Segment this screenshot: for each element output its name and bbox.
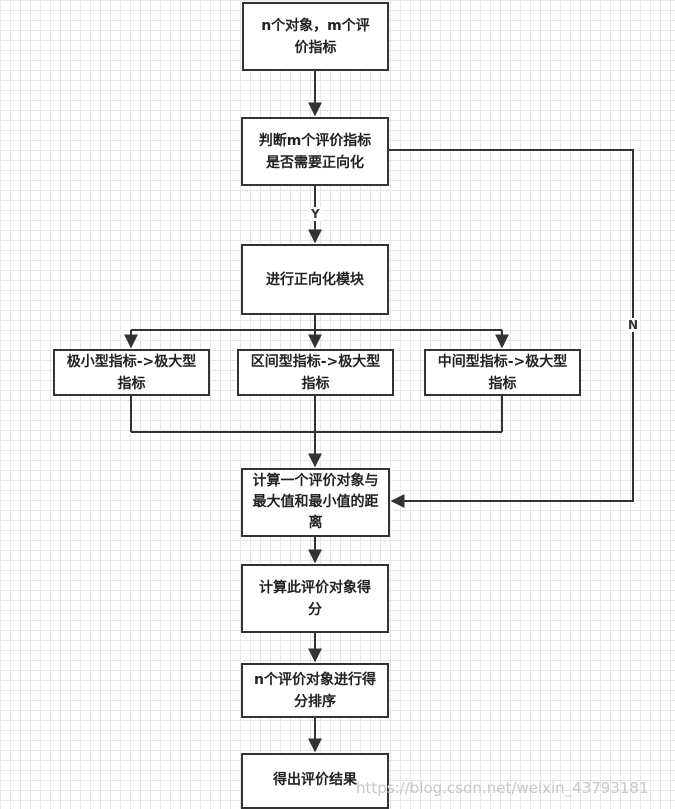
node-middle-to-max: 中间型指标->极大型指标 xyxy=(424,349,581,396)
node-result: 得出评价结果 xyxy=(241,753,389,809)
node-rank: n个评价对象进行得分排序 xyxy=(241,663,389,718)
node-input: n个对象，m个评价指标 xyxy=(242,2,389,71)
node-min-to-max: 极小型指标->极大型指标 xyxy=(53,349,210,396)
node-judge: 判断m个评价指标是否需要正向化 xyxy=(241,117,389,186)
node-interval-to-max: 区间型指标->极大型指标 xyxy=(237,349,394,396)
node-forward: 进行正向化模块 xyxy=(241,244,389,315)
edge-judge-distance-no xyxy=(389,149,634,508)
node-distance: 计算一个评价对象与最大值和最小值的距离 xyxy=(241,468,390,537)
edge-label-yes: Y xyxy=(309,207,322,221)
node-score: 计算此评价对象得分 xyxy=(241,564,389,633)
edge-label-no: N xyxy=(626,318,641,332)
watermark: https://blog.csdn.net/weixin_43793181 xyxy=(356,779,649,797)
